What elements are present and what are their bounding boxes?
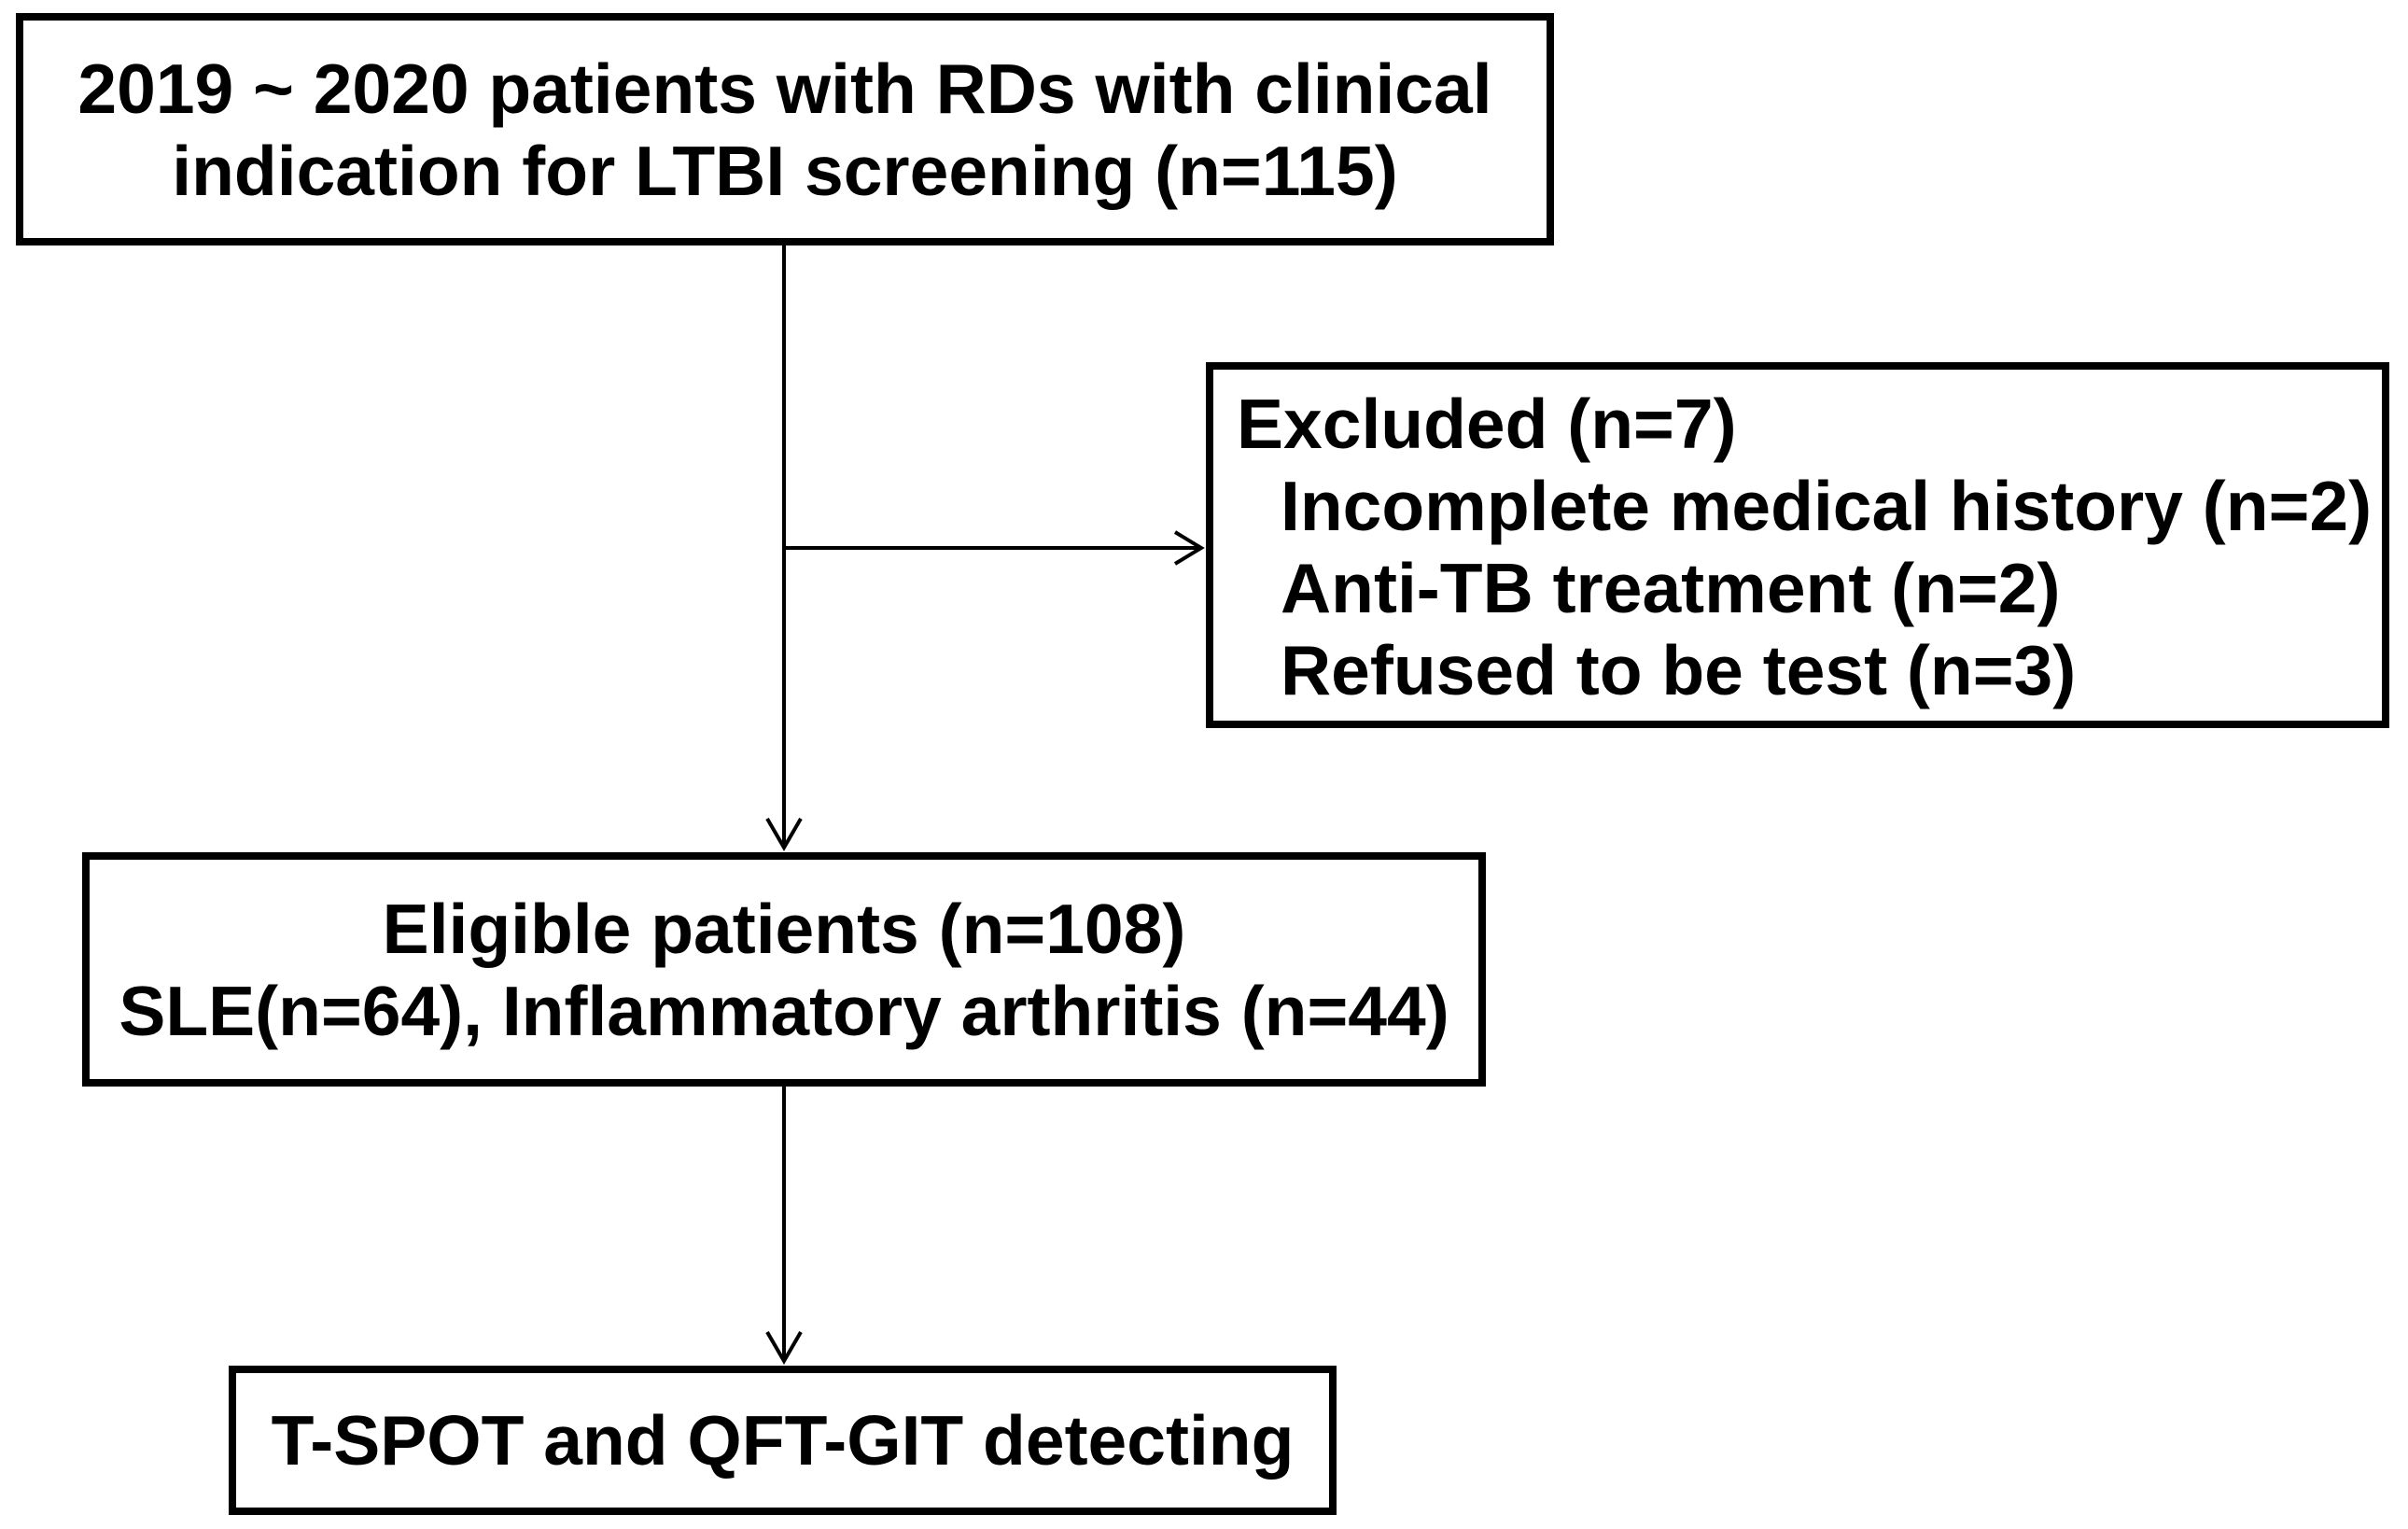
arrow-screening-to-eligible-head xyxy=(765,817,803,851)
eligible-line-1: Eligible patients (n=108) xyxy=(382,889,1186,968)
testing-box: T-SPOT and QFT-GIT detecting xyxy=(229,1366,1337,1515)
excluded-reason-3: Refused to be test (n=3) xyxy=(1281,631,2077,709)
eligible-patients-box: Eligible patients (n=108) SLE(n=64), Inf… xyxy=(82,852,1486,1087)
excluded-box: Excluded (n=7) Incomplete medical histor… xyxy=(1206,362,2389,728)
arrow-branch-to-excluded-head xyxy=(1173,530,1205,566)
arrow-eligible-to-testing-head xyxy=(765,1330,803,1365)
excluded-reason-2: Anti-TB treatment (n=2) xyxy=(1281,549,2061,627)
eligible-line-2: SLE(n=64), Inflammatory arthritis (n=44) xyxy=(119,971,1449,1050)
excluded-reason-1: Incomplete medical history (n=2) xyxy=(1281,467,2373,545)
screening-line-1: 2019 ~ 2020 patients with RDs with clini… xyxy=(77,49,1492,128)
screening-population-box: 2019 ~ 2020 patients with RDs with clini… xyxy=(16,13,1554,245)
testing-line-1: T-SPOT and QFT-GIT detecting xyxy=(271,1401,1295,1480)
excluded-title: Excluded (n=7) xyxy=(1237,385,1737,463)
screening-line-2: indication for LTBI screening (n=115) xyxy=(172,131,1398,210)
